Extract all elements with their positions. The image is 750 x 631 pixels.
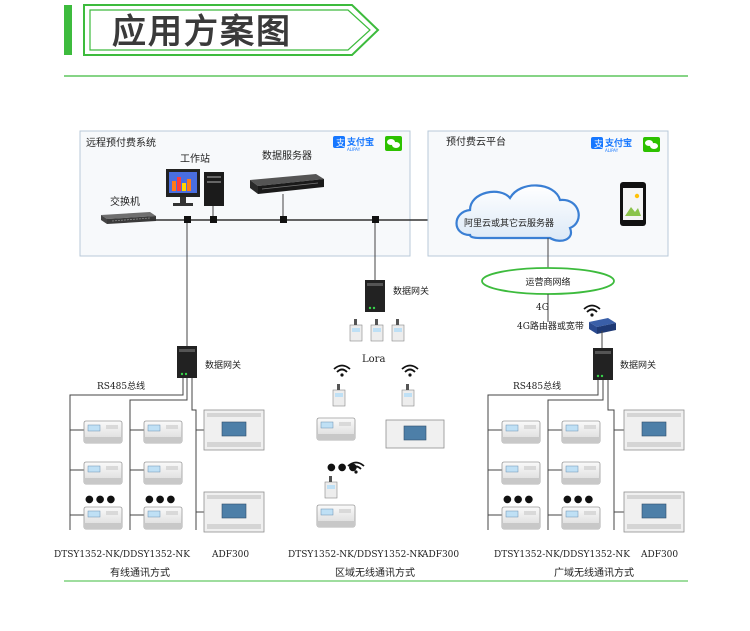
header-arrow-inner: [89, 9, 371, 51]
more-dots: ●●●: [563, 494, 595, 505]
lora-module-icon: [349, 318, 363, 342]
meter-icon: [561, 506, 601, 530]
svg-text:支: 支: [336, 137, 345, 149]
meter-icon: [83, 506, 123, 530]
alipay-text-cn: 支付宝: [604, 137, 632, 149]
adf300-label: ADF300: [640, 550, 678, 560]
more-dots: ●●●: [327, 462, 359, 473]
workstation-icon: [166, 169, 224, 206]
remote-prepaid-system: 远程预付费系统 支 支付宝 ALIPAY 工作站: [79, 130, 460, 257]
wired-group: 数据网关 RS485总线 ●●● ●●● DTSY1352-NK/DDSY135…: [54, 223, 265, 579]
adf300-icon: [385, 419, 445, 449]
local-wireless-caption: 区域无线通讯方式: [335, 566, 415, 579]
remote-system-label: 远程预付费系统: [86, 136, 156, 149]
gateway-label: 数据网关: [205, 359, 241, 371]
gateway-label: 数据网关: [393, 285, 429, 297]
adf300-icon: [203, 491, 265, 533]
switch-label: 交换机: [110, 195, 140, 208]
meter-icon: [501, 420, 541, 444]
wechat-icon-left: [385, 136, 402, 151]
more-dots: ●●●: [85, 494, 117, 505]
meter-icon: [83, 420, 123, 444]
alipay-logo-right: 支 支付宝 ALIPAY: [591, 137, 632, 153]
meter-models-label: DTSY1352-NK/DDSY1352-NK: [288, 550, 424, 560]
lora-module-icon: [391, 318, 405, 342]
meter-icon: [143, 420, 183, 444]
gateway-icon: [365, 280, 385, 312]
more-dots: ●●●: [145, 494, 177, 505]
label-4g: 4G: [536, 303, 549, 313]
meter-icon: [561, 461, 601, 485]
adf300-icon: [203, 409, 265, 451]
meter-icon: [143, 506, 183, 530]
meter-icon: [143, 461, 183, 485]
wide-wireless-group: 数据网关 RS485总线 ●●● ●●● DTSY1352-NK/DDSY135…: [487, 348, 685, 579]
meter-icon: [83, 461, 123, 485]
alipay-text-cn: 支付宝: [346, 136, 374, 148]
lan-node: [210, 216, 217, 223]
tablet-icon: [620, 182, 646, 226]
meter-icon: [316, 417, 356, 441]
wechat-icon-right: [643, 137, 660, 152]
page-title: 应用方案图: [112, 12, 292, 52]
carrier-network-label: 运营商网络: [525, 276, 570, 288]
meter-models-label: DTSY1352-NK/DDSY1352-NK: [54, 550, 190, 560]
data-server-icon: [250, 174, 324, 194]
meter-icon: [501, 506, 541, 530]
adf300-label: ADF300: [211, 550, 249, 560]
adf300-icon: [623, 491, 685, 533]
wide-wireless-caption: 广域无线通讯方式: [554, 566, 634, 579]
lan-node: [372, 216, 379, 223]
lora-meter-icon: [401, 383, 415, 407]
gateway-icon: [593, 348, 613, 380]
rs485-label: RS485总线: [97, 380, 145, 392]
lora-module-icon: [370, 318, 384, 342]
alipay-logo-left: 支 支付宝 ALIPAY: [333, 136, 374, 152]
alipay-text-en: ALIPAY: [605, 148, 619, 153]
lan-node: [280, 216, 287, 223]
adf300-icon: [623, 409, 685, 451]
lora-meter-icon: [324, 475, 338, 499]
gateway-icon: [177, 346, 197, 378]
cloud-server-icon: [455, 184, 580, 242]
router-label: 4G路由器或宽带: [517, 320, 584, 332]
local-wireless-group: 数据网关 Lora ●●● DTSY1352-NK/DDSY1352-NK AD…: [288, 223, 459, 579]
header-accent-bar: [64, 5, 72, 55]
switch-icon: [101, 212, 156, 224]
remote-system-frame: [79, 130, 411, 257]
lora-label: Lora: [362, 354, 385, 365]
data-server-label: 数据服务器: [262, 149, 312, 162]
meter-models-label: DTSY1352-NK/DDSY1352-NK: [494, 550, 630, 560]
wifi-icon: [583, 304, 601, 318]
meter-icon: [501, 461, 541, 485]
header: 应用方案图: [64, 4, 688, 77]
adf300-label: ADF300: [421, 550, 459, 560]
cloud-platform-label: 预付费云平台: [446, 135, 506, 148]
more-dots: ●●●: [503, 494, 535, 505]
svg-text:支: 支: [594, 138, 603, 150]
lora-meter-icon: [332, 383, 346, 407]
prepaid-cloud-platform: 预付费云平台 支 支付宝 ALIPAY 阿里云或其它云服务器: [427, 130, 669, 257]
wifi-icon: [401, 364, 419, 378]
workstation-label: 工作站: [180, 152, 210, 165]
alipay-text-en: ALIPAY: [347, 147, 361, 152]
gateway-label: 数据网关: [620, 359, 656, 371]
wifi-icon: [333, 364, 351, 378]
rs485-label: RS485总线: [513, 380, 561, 392]
cloud-server-label: 阿里云或其它云服务器: [464, 217, 554, 229]
meter-icon: [316, 504, 356, 528]
wired-caption: 有线通讯方式: [110, 566, 170, 579]
lan-node: [184, 216, 191, 223]
meter-icon: [561, 420, 601, 444]
